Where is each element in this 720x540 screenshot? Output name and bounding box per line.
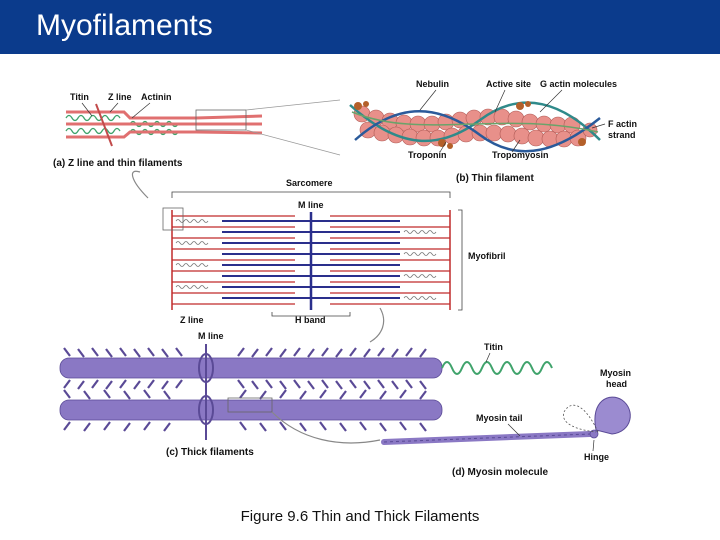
m-line-c [198,344,214,440]
sarcomere-diagram: Sarcomere M line [131,170,506,343]
panel-c-label: (c) Thick filaments [166,447,254,458]
panel-a-z-line: Titin Z line Actinin (a) Z line and thin… [53,92,341,169]
sarcomere-bracket [171,191,451,198]
panel-d-label: (d) Myosin molecule [452,467,549,478]
tropomyosin-strands [349,101,601,153]
label-myosin-head-2: head [606,379,627,389]
titin-springs-sarcomere [175,219,437,300]
label-f-actin-1: F actin [608,119,637,129]
titin-coil-c [441,361,553,375]
z-line-a-mark [95,103,113,147]
label-myosin-tail: Myosin tail [476,413,523,423]
label-troponin: Troponin [408,150,447,160]
slide-title: Myofilaments [36,9,213,42]
label-m-line-c: M line [198,331,224,341]
label-z-line-a: Z line [108,92,132,102]
arrow-to-panel-d [271,411,381,444]
label-hinge: Hinge [584,452,609,462]
title-bar: Myofilaments [0,0,720,54]
label-f-actin-2: strand [608,130,636,140]
label-myosin-head-1: Myosin [600,368,631,378]
label-h-band: H band [295,315,326,325]
label-m-line: M line [298,200,324,210]
arrow-to-panel-c [369,307,385,343]
panel-a-label: (a) Z line and thin filaments [53,158,183,169]
label-titin-c: Titin [484,342,503,352]
panel-b-thin-filament: Nebulin Active site G actin molecules F … [349,79,637,184]
thin-filaments-a [66,110,263,139]
myosin-head-alt-position [563,404,599,433]
label-active-site: Active site [486,79,531,89]
label-sarcomere: Sarcomere [286,178,333,188]
label-tropomyosin: Tropomyosin [492,150,549,160]
thick-filament-bottom [59,399,443,421]
myosin-head-shape [594,396,631,435]
panel-c-thick-filaments: M line Titin (c) Thick filaments [59,331,553,458]
label-z-line: Z line [180,315,204,325]
figure-caption: Figure 9.6 Thin and Thick Filaments [240,508,480,525]
label-myofibril: Myofibril [468,251,506,261]
myosin-heads-c [63,347,427,432]
zoom-box-a [195,109,247,131]
thick-filament-top [59,357,443,379]
zoom-box-c [227,397,273,413]
zoom-box-z [162,207,184,231]
label-actinin: Actinin [141,92,172,102]
label-nebulin: Nebulin [416,79,449,89]
arrow-to-panel-a [131,170,149,199]
label-g-actin: G actin molecules [540,79,617,89]
hinge-shape [589,429,599,439]
panel-b-label: (b) Thin filament [456,173,534,184]
thin-filament-rows [172,215,450,305]
panel-d-myosin-molecule: Myosin head Myosin tail Hinge (d) Myosin… [381,368,631,478]
zoom-lines-a [245,99,341,156]
label-titin-a: Titin [70,92,89,102]
